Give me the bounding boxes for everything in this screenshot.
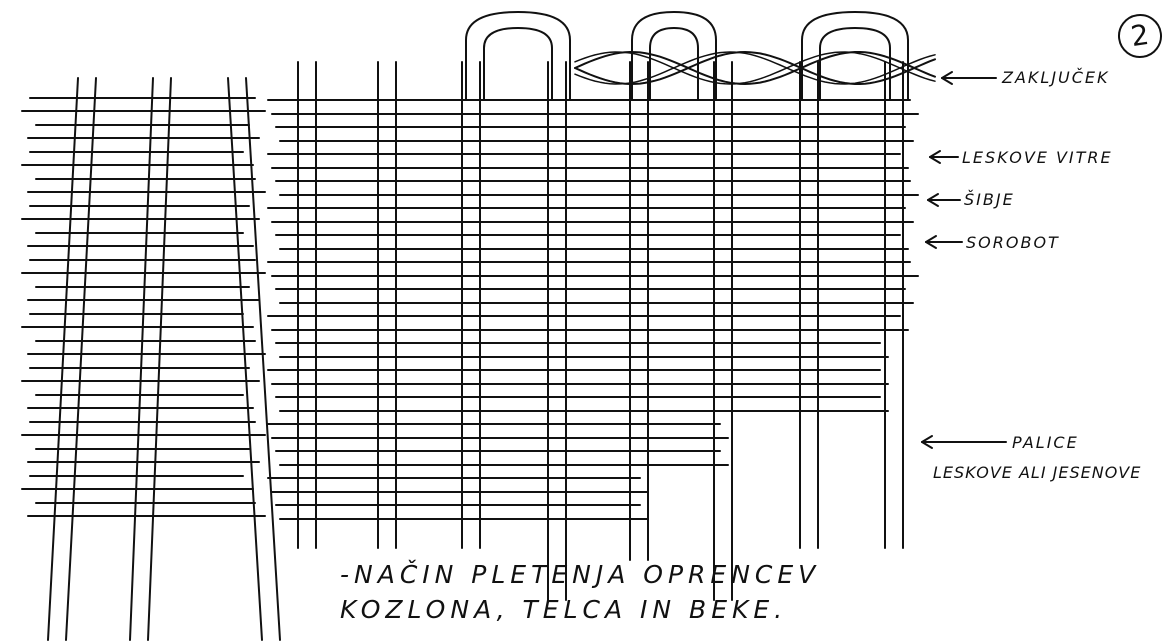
stake-edge [66, 78, 96, 640]
stake-edge [246, 78, 280, 640]
label-sorobot: SOROBOT [966, 233, 1060, 252]
label-palice: PALICE [1012, 433, 1079, 452]
stake-edge [228, 78, 262, 640]
caption-line-1: -NAČIN PLETENJA OPRENCEV [340, 560, 820, 589]
label-zakljucek: ZAKLJUČEK [1002, 68, 1110, 87]
stake-loop-inner [650, 28, 698, 100]
right-panel-weft-strips [268, 100, 918, 519]
label-sibje: ŠIBJE [964, 190, 1015, 209]
stake-edge [130, 78, 153, 640]
label-arrows [922, 72, 1006, 448]
stake-loop-outer [466, 12, 570, 100]
stake-loop-inner [820, 28, 890, 100]
label-palice-material: LESKOVE ali JESENOVE [933, 463, 1141, 482]
stake-edge [148, 78, 171, 640]
left-panel-stakes [48, 78, 280, 640]
stake-edge [48, 78, 78, 640]
caption-line-2: KOZLONA, TELCA IN BEKE. [340, 595, 787, 624]
label-leskove-vitre: LESKOVE VITRE [962, 148, 1113, 167]
stake-loop-inner [484, 28, 552, 100]
